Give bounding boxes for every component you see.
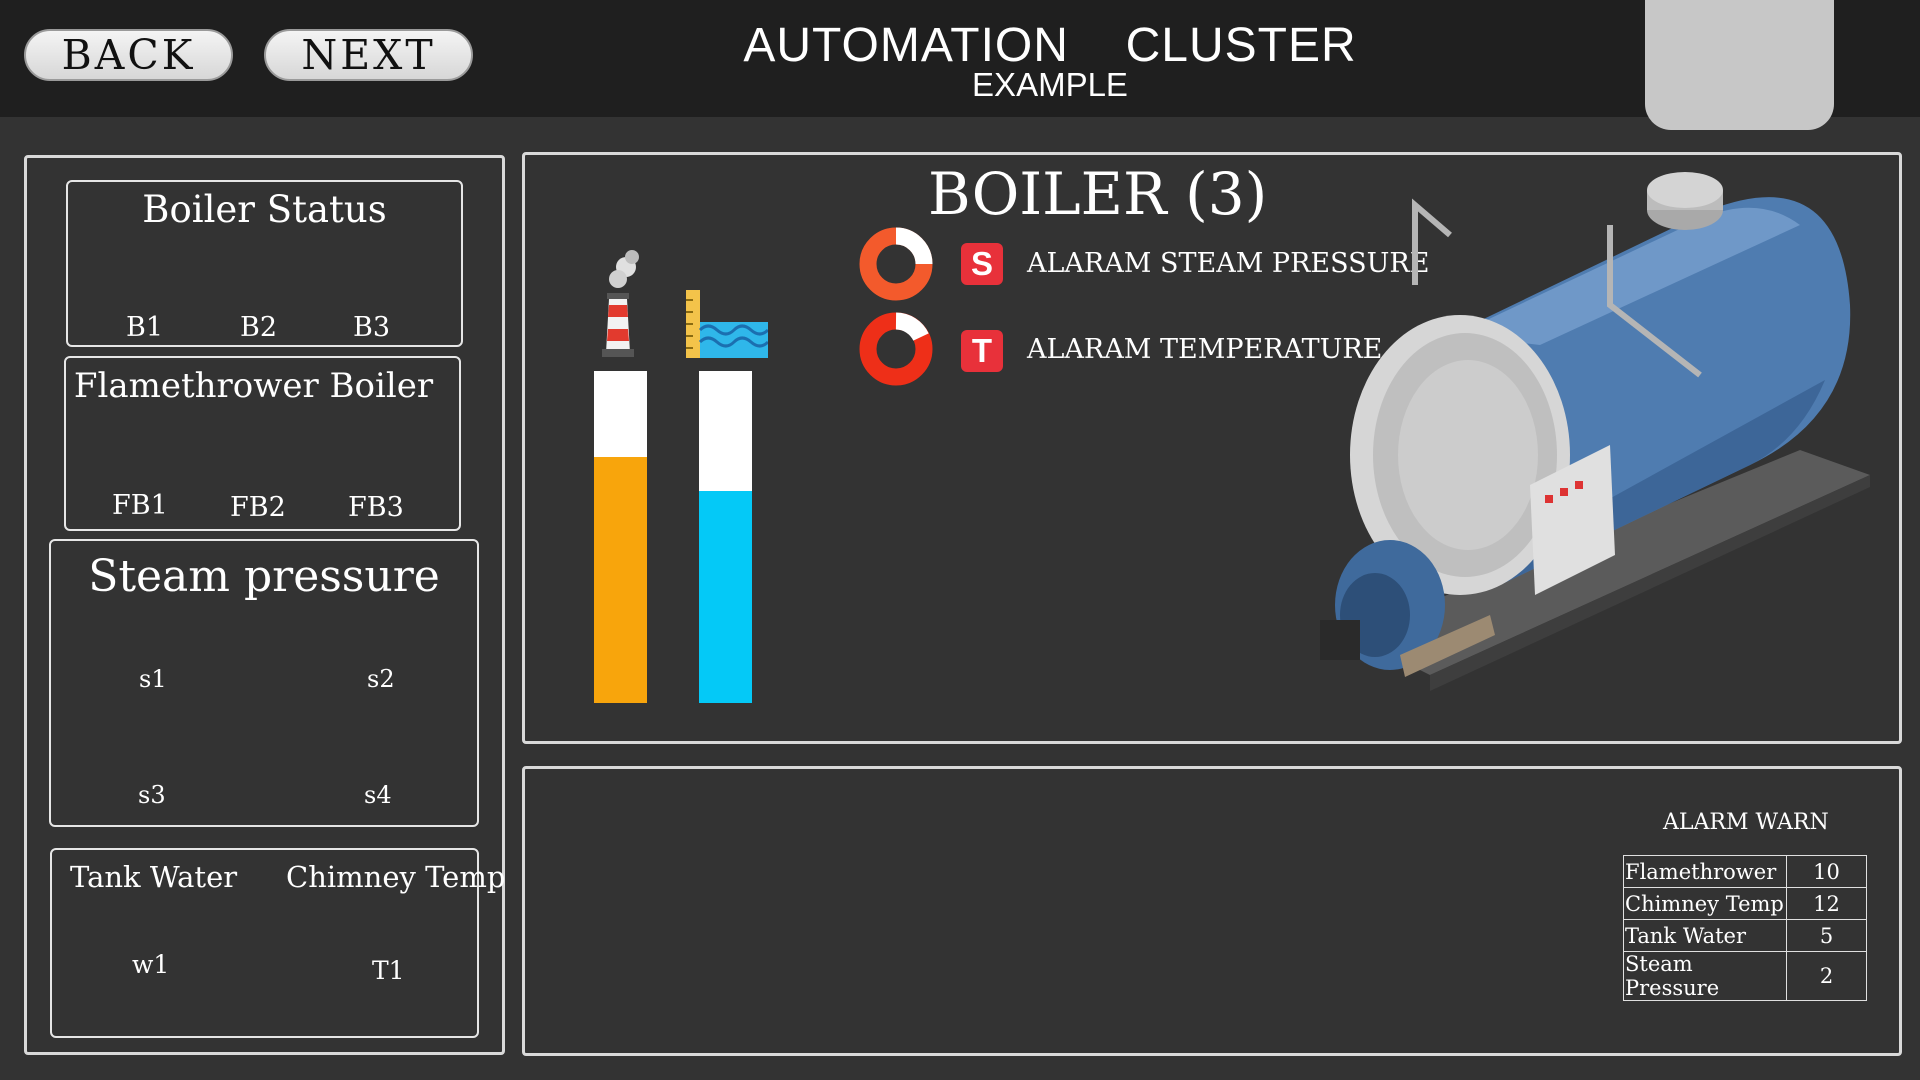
steam-pressure-title: Steam pressure — [88, 551, 440, 602]
label-fb2: FB2 — [230, 492, 286, 523]
label-s4: s4 — [364, 781, 392, 809]
boiler-status-card: Boiler Status B1 B2 B3 — [66, 180, 463, 347]
alarm-row-value: 12 — [1786, 887, 1867, 920]
steam-pressure-ring-icon — [859, 227, 933, 301]
water-level-fill — [699, 490, 752, 703]
alarm-row-value: 2 — [1786, 951, 1867, 1001]
corner-tab[interactable] — [1645, 0, 1834, 130]
steam-pressure-badge: S — [961, 243, 1003, 285]
alarm-row-name: Tank Water — [1623, 919, 1787, 952]
tank-water-title: Tank Water — [70, 860, 238, 894]
temperature-ring-icon — [859, 312, 933, 386]
table-row: Steam Pressure 2 — [1623, 951, 1867, 1001]
flamethrower-boiler-title: Flamethrower Boiler — [73, 366, 434, 406]
chimney-level-fill — [594, 457, 647, 703]
alarm-warn-title: ALARM WARN — [1663, 810, 1829, 835]
table-row: Tank Water 5 — [1623, 919, 1867, 952]
label-fb1: FB1 — [112, 490, 168, 521]
back-button[interactable]: BACK — [24, 29, 233, 81]
app-title: AUTOMATION CLUSTER — [743, 19, 1357, 72]
alarm-row-name: Flamethrower — [1623, 855, 1787, 888]
label-b1: B1 — [126, 312, 164, 343]
label-b3: B3 — [353, 312, 391, 343]
chimney-level-bar — [594, 371, 647, 703]
label-b2: B2 — [240, 312, 278, 343]
label-s3: s3 — [138, 781, 166, 809]
water-tank-icon — [686, 290, 768, 358]
boiler-title: BOILER (3) — [928, 160, 1268, 228]
left-panel — [24, 155, 505, 1055]
alarm-row-value: 5 — [1786, 919, 1867, 952]
temperature-alarm-label: ALARAM TEMPERATURE — [1027, 334, 1383, 365]
label-w1: w1 — [132, 950, 170, 979]
flamethrower-boiler-card: Flamethrower Boiler FB1 FB2 FB3 — [64, 356, 461, 531]
label-t1: T1 — [372, 956, 405, 985]
chimney-icon — [602, 250, 639, 357]
boiler-status-title: Boiler Status — [142, 188, 387, 231]
alarm-panel — [522, 766, 1902, 1056]
table-row: Chimney Temp 12 — [1623, 887, 1867, 920]
next-button[interactable]: NEXT — [264, 29, 473, 81]
label-fb3: FB3 — [348, 492, 404, 523]
boiler-illustration — [1320, 172, 1870, 691]
alarm-row-value: 10 — [1786, 855, 1867, 888]
alarm-row-name: Steam Pressure — [1623, 951, 1787, 1001]
label-s1: s1 — [139, 665, 167, 693]
app-subtitle: EXAMPLE — [972, 66, 1128, 103]
water-level-bar — [699, 371, 752, 703]
steam-pressure-alarm-label: ALARAM STEAM PRESSURE — [1027, 248, 1430, 279]
boiler-panel — [522, 152, 1902, 744]
alarm-warn-table: Flamethrower 10 Chimney Temp 12 Tank Wat… — [1623, 855, 1867, 1001]
alarm-row-name: Chimney Temp — [1623, 887, 1787, 920]
temperature-badge: T — [961, 330, 1003, 372]
steam-pressure-card: Steam pressure s1 s2 s3 s4 — [49, 539, 479, 827]
table-row: Flamethrower 10 — [1623, 855, 1867, 888]
chimney-temp-title: Chimney Temp — [286, 860, 506, 894]
label-s2: s2 — [367, 665, 395, 693]
tank-chimney-card: Tank Water Chimney Temp w1 T1 — [50, 848, 505, 1038]
